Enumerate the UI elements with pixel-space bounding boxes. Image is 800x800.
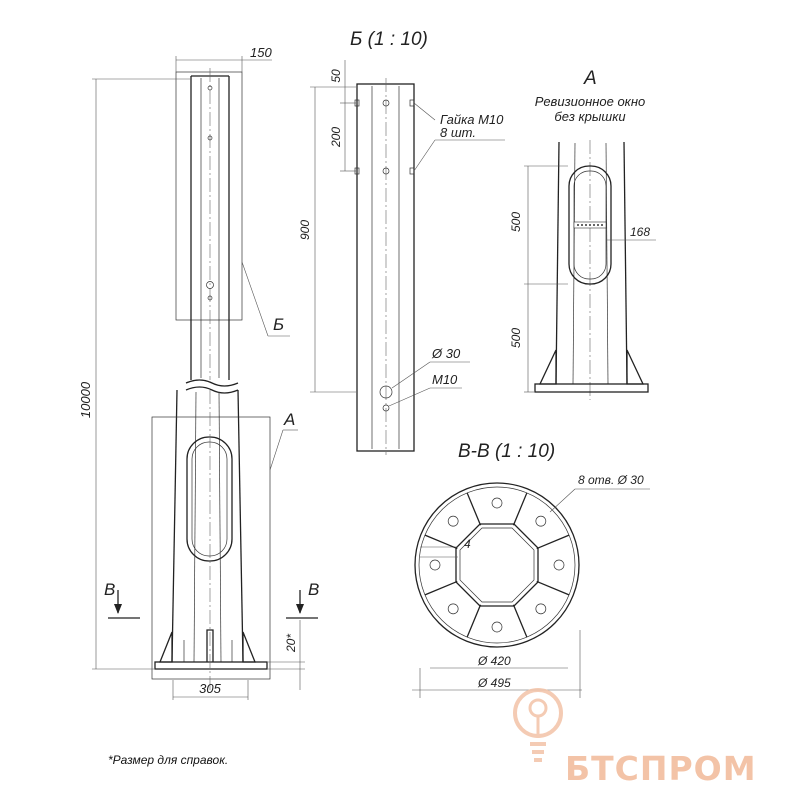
dim-500-lower: 500: [509, 328, 523, 348]
section-mark-right: В: [308, 580, 319, 599]
bolt-hole: [491, 621, 503, 633]
main-pole-view: [92, 56, 318, 700]
footnote: *Размер для справок.: [108, 753, 228, 767]
dim-4: 4: [464, 537, 471, 551]
dim-305: 305: [199, 681, 221, 696]
dim-168: 168: [630, 225, 650, 239]
title-detail-b: Б (1 : 10): [350, 29, 428, 50]
dim-900: 900: [298, 220, 312, 240]
bolt-hole: [447, 603, 459, 615]
dim-150: 150: [250, 45, 272, 60]
nut-label-2: 8 шт.: [440, 125, 476, 140]
hole-label: Ø 30: [431, 346, 461, 361]
title-detail-a: А: [583, 68, 597, 89]
dim-500-upper: 500: [509, 212, 523, 232]
detail-b-labels: 50 200 900 Гайка М10 8 шт. Ø 30 М10: [298, 69, 504, 387]
callout-b: Б: [273, 315, 284, 334]
dim-420: Ø 420: [477, 654, 511, 668]
section-rib: [536, 580, 570, 596]
section-bb-view: [412, 482, 650, 698]
bolt-hole: [447, 515, 459, 527]
bolt-hole: [535, 515, 547, 527]
section-rib: [512, 604, 528, 638]
bolt-hole: [491, 497, 503, 509]
detail-b-view: [310, 60, 505, 455]
dim-20: 20*: [284, 634, 298, 653]
detail-a-view: [524, 140, 656, 400]
detail-a-caption-2: без крышки: [554, 109, 625, 124]
section-mark-left: В: [104, 580, 115, 599]
watermark-text: БТСПРОМ: [565, 749, 757, 788]
title-section-bb: В-В (1 : 10): [458, 441, 555, 462]
section-bb-labels: 8 отв. Ø 30 4 Ø 420 Ø 495: [464, 473, 644, 690]
section-rib: [424, 534, 458, 550]
nut-label-1: Гайка М10: [440, 112, 504, 127]
bolt-hole: [553, 559, 565, 571]
section-rib: [536, 534, 570, 550]
watermark-logo: [513, 688, 563, 762]
main-view-labels: 150 10000 Б А В В 305 20*: [78, 45, 319, 696]
bolt-hole: [429, 559, 441, 571]
bolt-label: М10: [432, 372, 458, 387]
section-rib: [466, 492, 482, 526]
section-rib: [466, 604, 482, 638]
dim-200: 200: [329, 127, 343, 148]
section-rib: [512, 492, 528, 526]
callout-a: А: [283, 410, 295, 429]
dim-10000: 10000: [78, 381, 93, 418]
detail-a-labels: 500 500 168: [509, 212, 650, 348]
section-rib: [424, 580, 458, 596]
holes-label: 8 отв. Ø 30: [578, 473, 644, 487]
bolt-hole: [535, 603, 547, 615]
detail-a-caption-1: Ревизионное окно: [535, 94, 645, 109]
dim-495: Ø 495: [477, 676, 511, 690]
dim-50: 50: [329, 69, 343, 83]
